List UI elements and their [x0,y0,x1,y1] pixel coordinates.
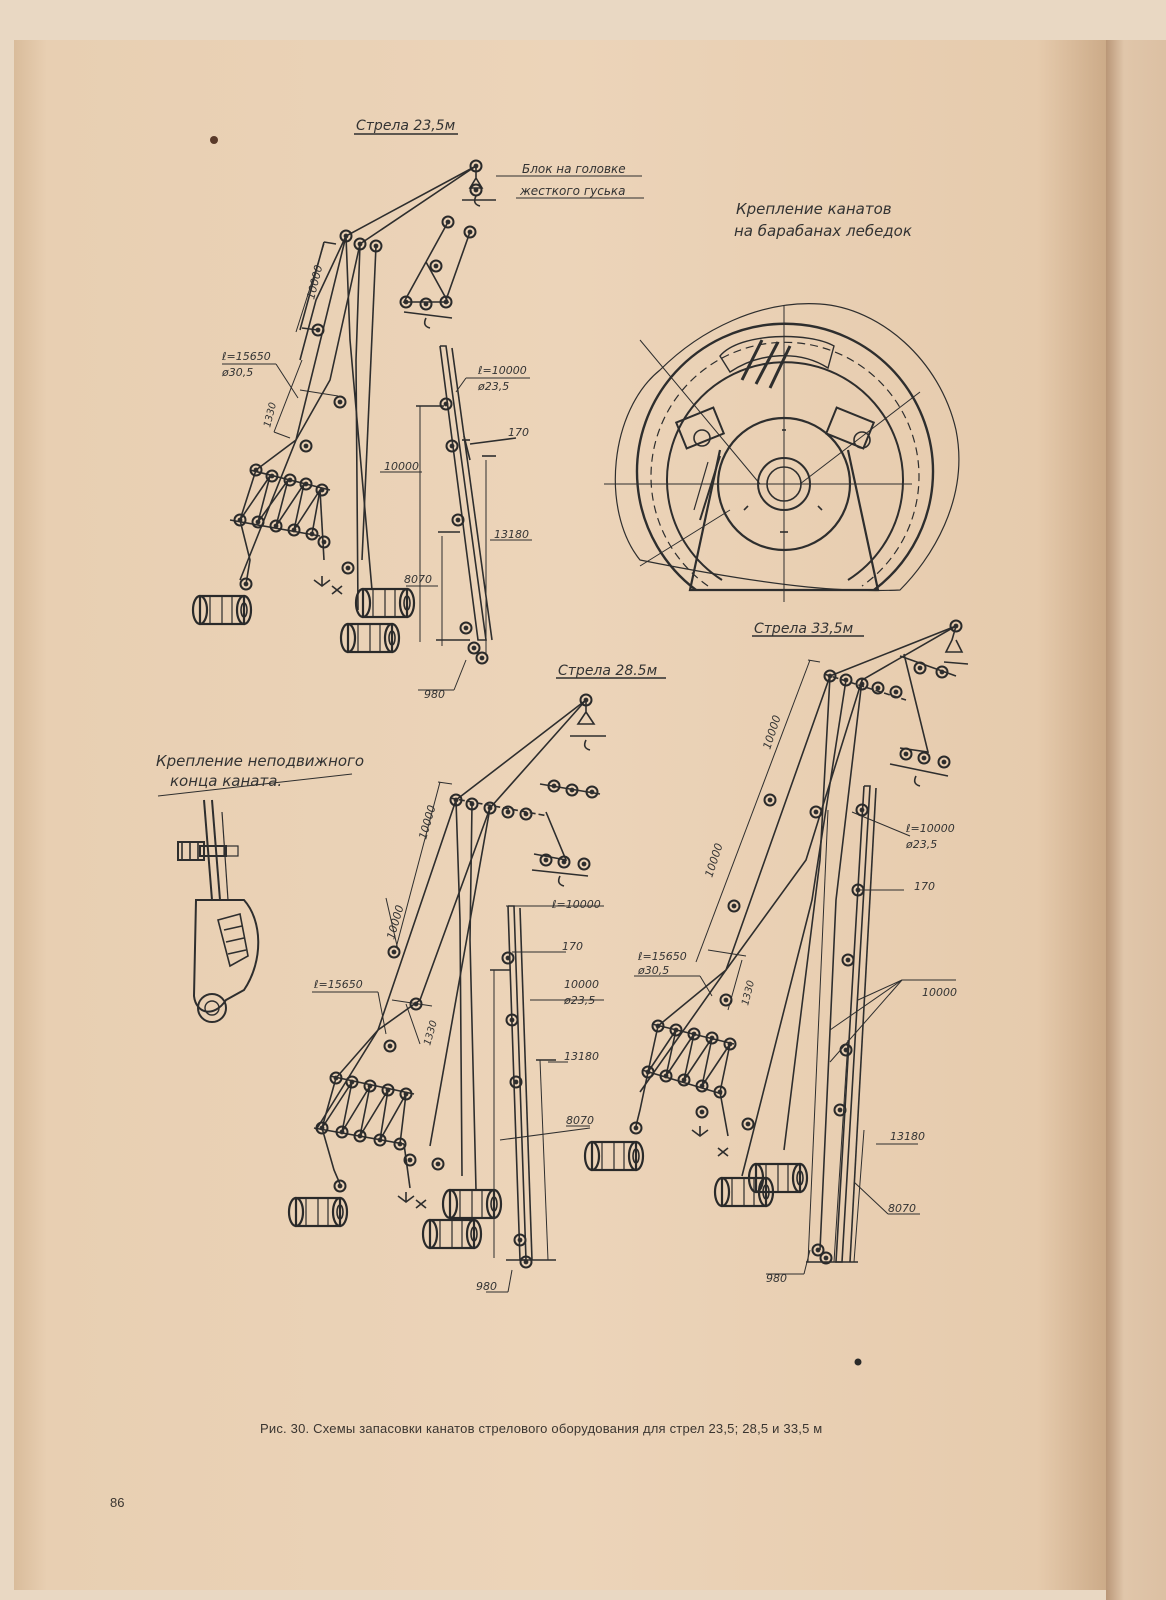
fixed-end-anchor-drawing [157,773,353,1023]
dim-285-8070: 8070 [566,1114,594,1127]
dim-335-d305: ø30,5 [637,964,669,977]
dim-285-980: 980 [476,1280,497,1293]
dim-335-170: 170 [914,880,935,893]
stain-dot [854,1358,862,1366]
figure-caption: Рис. 30. Схемы запасовки канатов стрелов… [260,1421,823,1436]
dim-285-10000-a: 10000 [416,804,438,841]
dim-285-d235: ø23,5 [563,994,595,1007]
dim-335-8070: 8070 [888,1202,916,1215]
dim-235-l15650: ℓ=15650 [221,350,271,363]
dim-335-10000-a: 10000 [760,714,783,751]
boom-235-title: Стрела 23,5м [356,118,456,134]
dim-285-13180: 13180 [564,1050,599,1063]
dim-335-980: 980 [766,1272,787,1285]
boom-285-title: Стрела 28.5м [558,663,658,679]
dim-235-10000-a: 10000 [304,264,325,301]
page-number: 86 [110,1495,125,1510]
dim-285-l10000: ℓ=10000 [551,898,601,911]
book-gutter [1106,40,1166,1600]
dim-235-170: 170 [508,426,529,439]
dim-285-10000-c: 10000 [564,978,599,991]
boom-335-scheme [583,619,969,1275]
anchor-title-line1: Крепление неподвижного [156,752,364,770]
block-label-line1: Блок на головке [522,162,626,176]
drum-attachment-drawing [604,303,960,602]
dim-335-l15650: ℓ=15650 [637,950,687,963]
anchor-title-line2: конца каната. [170,772,282,790]
dim-335-13180: 13180 [890,1130,925,1143]
drum-title-line2: на барабанах лебедок [734,222,912,240]
drum-title-line1: Крепление канатов [736,200,892,218]
dim-285-170: 170 [562,940,583,953]
dim-335-1330: 1330 [740,979,757,1006]
dim-235-980: 980 [424,688,445,701]
dim-335-l10000: ℓ=10000 [905,822,955,835]
dim-285-1330: 1330 [422,1019,440,1046]
dim-235-10000-b: 10000 [384,460,419,473]
dim-235-13180: 13180 [494,528,529,541]
dim-235-l10000: ℓ=10000 [477,364,527,377]
dim-335-10000-c: 10000 [922,986,957,999]
block-label-line2: жесткого гуська [519,184,626,198]
boom-335-title: Стрела 33,5м [754,621,854,637]
dim-235-8070: 8070 [404,573,432,586]
dim-235-d235: ø23,5 [477,380,509,393]
stain-dot [210,136,218,144]
dim-335-d235: ø23,5 [905,838,937,851]
boom-235-scheme [191,133,644,691]
dim-235-d305: ø30,5 [221,366,253,379]
dim-335-10000-b: 10000 [702,842,725,879]
boom-285-scheme [287,677,666,1293]
paper-sheet [14,40,1114,1590]
dim-285-l15650: ℓ=15650 [313,978,363,991]
